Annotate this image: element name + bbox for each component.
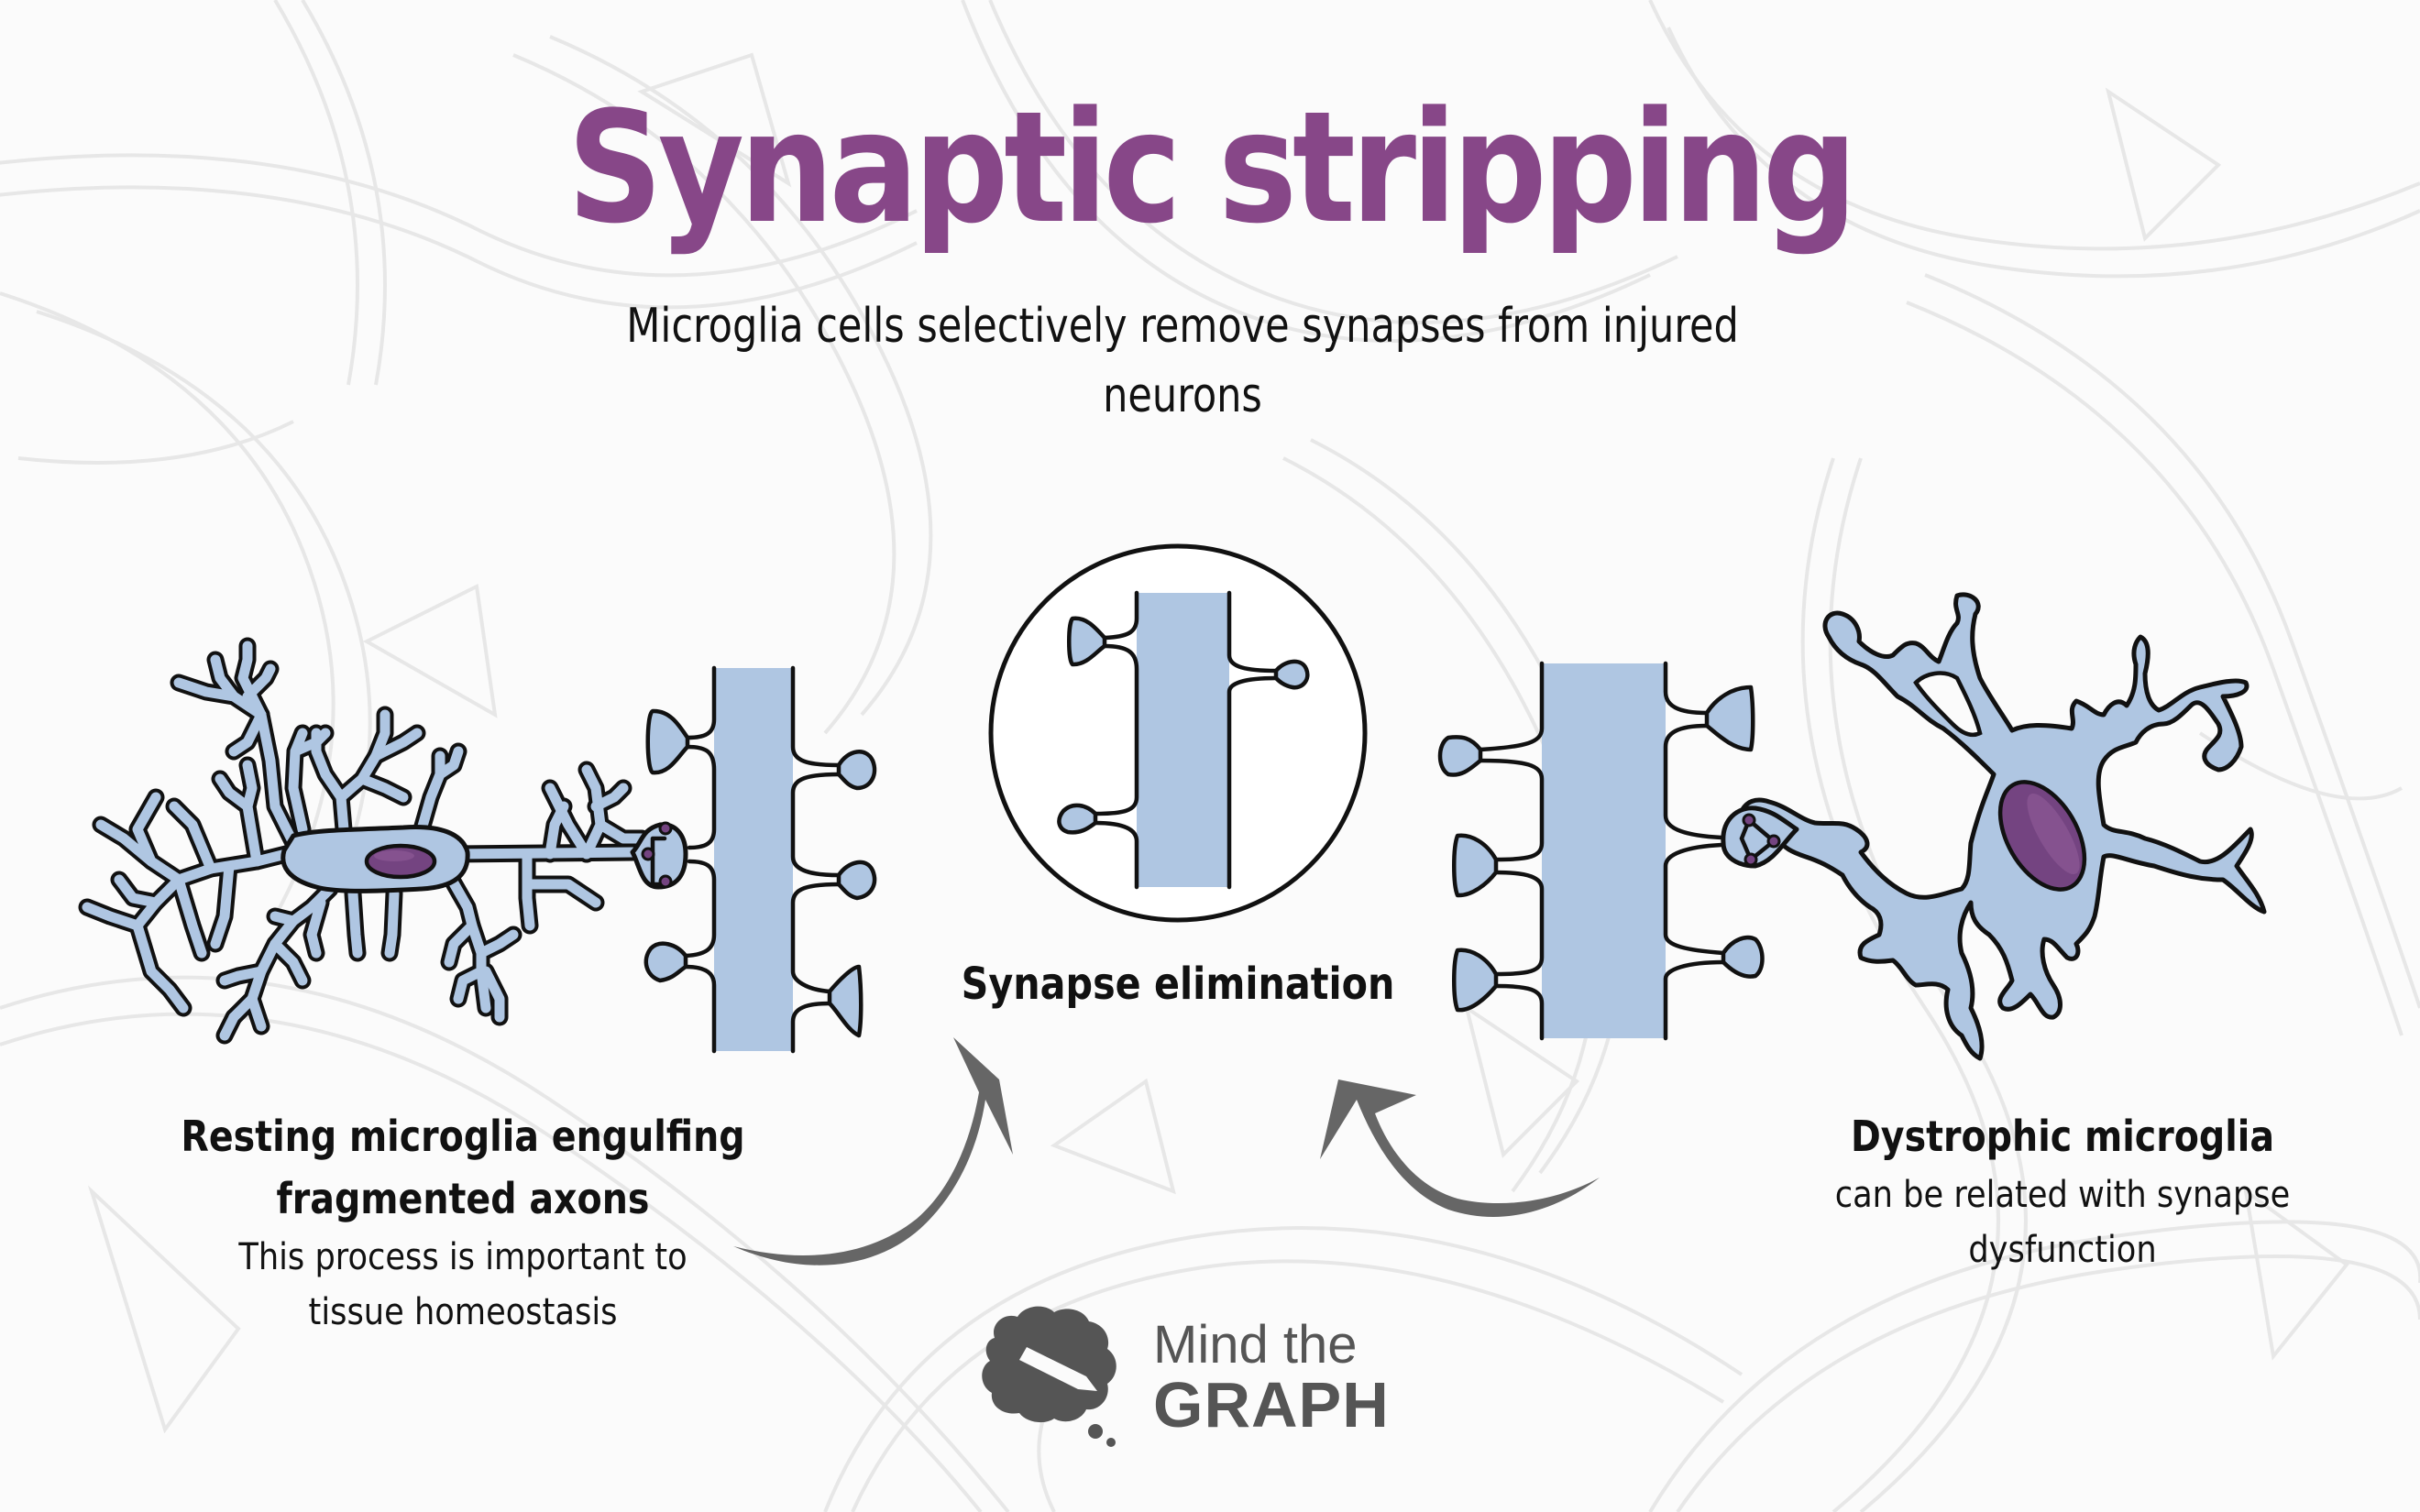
page-title: Synaptic stripping (566, 78, 1857, 257)
engulfing-bouton (1721, 805, 1799, 869)
left-panel-caption: Resting microglia engulfing fragmented a… (128, 1105, 798, 1340)
synaptic-vesicles (641, 821, 673, 889)
curved-arrow-up-left-icon (1320, 1079, 1600, 1217)
microglia-nucleus (364, 843, 437, 880)
dendritic-spine (644, 941, 688, 983)
right-dendrite (1437, 661, 1765, 1041)
engulfing-bouton (630, 822, 688, 890)
left-body-line-1: This process is important to (238, 1236, 688, 1278)
dendritic-spine (1273, 659, 1310, 690)
subtitle: Microglia cells selectively remove synap… (566, 291, 1798, 431)
dendritic-spine (836, 860, 877, 901)
microglia-processes (78, 637, 651, 1045)
synaptic-vesicles (1739, 813, 1781, 867)
dendritic-spine (827, 964, 864, 1038)
dendritic-spine (1067, 616, 1107, 667)
right-heading: Dystrophic microglia (1850, 1112, 2275, 1161)
dendritic-spine (1452, 948, 1499, 1013)
brain-pencil-icon (982, 1306, 1116, 1447)
dendritic-spine (1452, 833, 1499, 898)
center-panel-label: Synapse elimination (961, 959, 1395, 1010)
left-dendrite (644, 665, 877, 1054)
dendritic-spine (645, 708, 690, 775)
dendritic-spine (1704, 685, 1755, 752)
subtitle-line-2: neurons (1103, 368, 1262, 423)
logo: Mind the GRAPH (1153, 1315, 1390, 1441)
dendritic-spine (1437, 735, 1483, 777)
left-heading-line-1: Resting microglia engulfing (181, 1112, 745, 1161)
left-heading-line-2: fragmented axons (276, 1174, 650, 1223)
dendritic-spine (1057, 803, 1098, 835)
logo-line-2: GRAPH (1153, 1369, 1390, 1441)
left-body-line-2: tissue homeostasis (308, 1291, 618, 1333)
subtitle-line-1: Microglia cells selectively remove synap… (626, 299, 1739, 354)
nucleus-highlight (374, 850, 414, 861)
logo-line-1: Mind the (1153, 1315, 1358, 1375)
right-body-line-1: can be related with synapse (1834, 1174, 2291, 1216)
synapse-elimination-illustration (988, 543, 1368, 923)
dendritic-spine (836, 750, 877, 791)
nucleus-highlight (2027, 793, 2080, 875)
right-body-line-2: dysfunction (1968, 1229, 2157, 1271)
right-panel-caption: Dystrophic microglia can be related with… (1751, 1105, 2374, 1277)
dendritic-spine (1721, 935, 1765, 979)
dystrophic-microglia (1721, 592, 2267, 1061)
process-gap (1913, 671, 1983, 738)
resting-microglia (78, 637, 688, 1045)
